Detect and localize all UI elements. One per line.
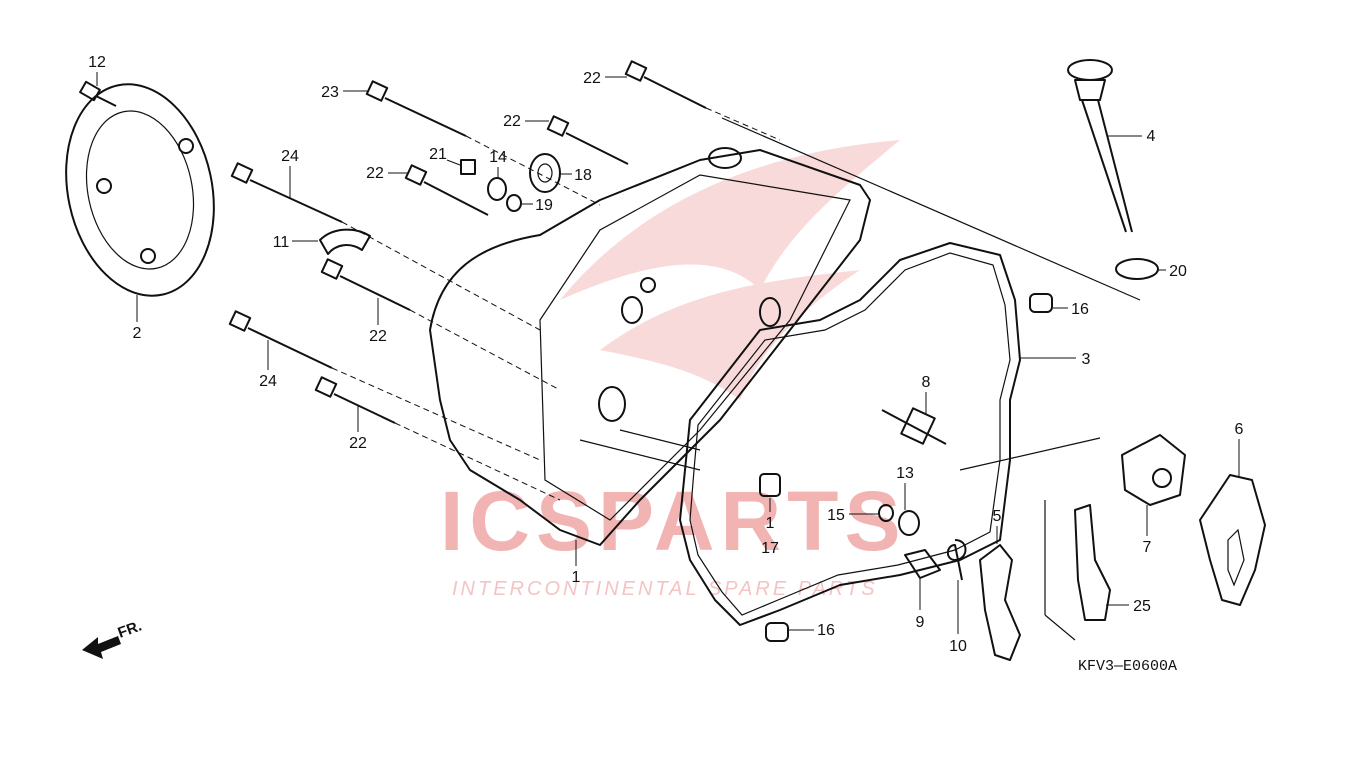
part-5-lever — [979, 544, 1021, 661]
callout-6: 6 — [1235, 421, 1244, 438]
callout-23: 23 — [321, 84, 339, 101]
part-11-clamp — [319, 228, 371, 255]
callout-12: 12 — [88, 54, 106, 71]
callout-16-lower: 16 — [817, 622, 835, 639]
callout-10: 10 — [949, 638, 967, 655]
callout-22-upper-left: 22 — [366, 165, 384, 182]
bolt-22-lower — [314, 376, 396, 424]
callout-20: 20 — [1169, 263, 1187, 280]
callout-22-lower: 22 — [349, 435, 367, 452]
watermark: ICSPARTS INTERCONTINENTAL SPARE PARTS — [440, 140, 906, 600]
part-16-dowels — [765, 293, 1053, 642]
part-8-shaft — [881, 407, 947, 445]
callout-7: 7 — [1143, 539, 1152, 556]
callout-13: 13 — [896, 465, 914, 482]
callout-1-dowel: 1 — [766, 515, 775, 532]
long-bolts — [228, 60, 707, 424]
part-3-gasket — [679, 242, 1021, 626]
watermark-tagline: INTERCONTINENTAL SPARE PARTS — [452, 578, 878, 600]
bolt-22-left — [320, 258, 411, 311]
parts-right — [1074, 434, 1266, 621]
callout-21: 21 — [429, 146, 447, 163]
part-10-spring — [946, 539, 967, 581]
bolt-22-upper-left — [404, 164, 489, 216]
part-14-washer — [487, 177, 507, 201]
part-2-cover-plate — [65, 83, 215, 297]
callout-2: 2 — [133, 325, 142, 342]
front-direction-indicator: FR. — [82, 618, 144, 659]
callout-25: 25 — [1133, 598, 1151, 615]
part-12-bolt — [79, 80, 117, 107]
callout-22-top: 22 — [583, 70, 601, 87]
front-direction-label: FR. — [116, 618, 145, 642]
callout-11: 11 — [273, 234, 290, 251]
part-7-cam-plate — [1121, 434, 1186, 506]
callout-9: 9 — [916, 614, 925, 631]
part-17-dowel — [759, 473, 781, 497]
part-9-clip — [904, 549, 941, 579]
part-18-bearing — [529, 153, 561, 193]
callout-16-upper: 16 — [1071, 301, 1089, 318]
bolt-22-top — [624, 60, 707, 109]
callout-15: 15 — [827, 507, 845, 524]
watermark-wing-logo — [560, 140, 900, 400]
small-parts-top — [319, 153, 561, 255]
part-13-washer — [898, 510, 920, 536]
callout-24-lower: 24 — [259, 373, 277, 390]
callout-labels: 12 2 24 11 22 24 22 23 21 14 22 18 19 22… — [88, 54, 1243, 655]
part-15-seal — [878, 504, 894, 522]
callout-8: 8 — [922, 374, 931, 391]
bolt-24-lower — [228, 310, 333, 369]
callout-18: 18 — [574, 167, 592, 184]
callout-19: 19 — [535, 197, 553, 214]
part-20-o-ring — [1115, 258, 1159, 280]
part-1-crankcase-cover — [429, 147, 871, 546]
callout-24-upper: 24 — [281, 148, 299, 165]
callout-17: 17 — [761, 540, 779, 557]
callout-14: 14 — [489, 149, 507, 166]
part-19-circlip — [506, 194, 522, 212]
watermark-brand: ICSPARTS — [440, 474, 906, 568]
diagram-code: KFV3—E0600A — [1078, 658, 1177, 675]
bolt-24-upper — [230, 162, 343, 223]
part-4-dipstick — [1067, 59, 1133, 233]
alignment-lines — [331, 107, 1141, 641]
callout-4: 4 — [1147, 128, 1156, 145]
bolt-23 — [365, 80, 467, 137]
front-arrow-icon — [82, 636, 121, 659]
callout-3: 3 — [1082, 351, 1091, 368]
callout-1-cover: 1 — [572, 569, 581, 586]
part-21-nut — [460, 159, 476, 175]
small-parts-lower — [878, 504, 1021, 661]
bolt-22-mid — [546, 115, 629, 165]
callout-22-mid: 22 — [503, 113, 521, 130]
callout-22-left: 22 — [369, 328, 387, 345]
callout-5: 5 — [993, 508, 1002, 525]
part-25-lever-arm — [1074, 504, 1111, 621]
part-6-arm — [1199, 474, 1266, 606]
